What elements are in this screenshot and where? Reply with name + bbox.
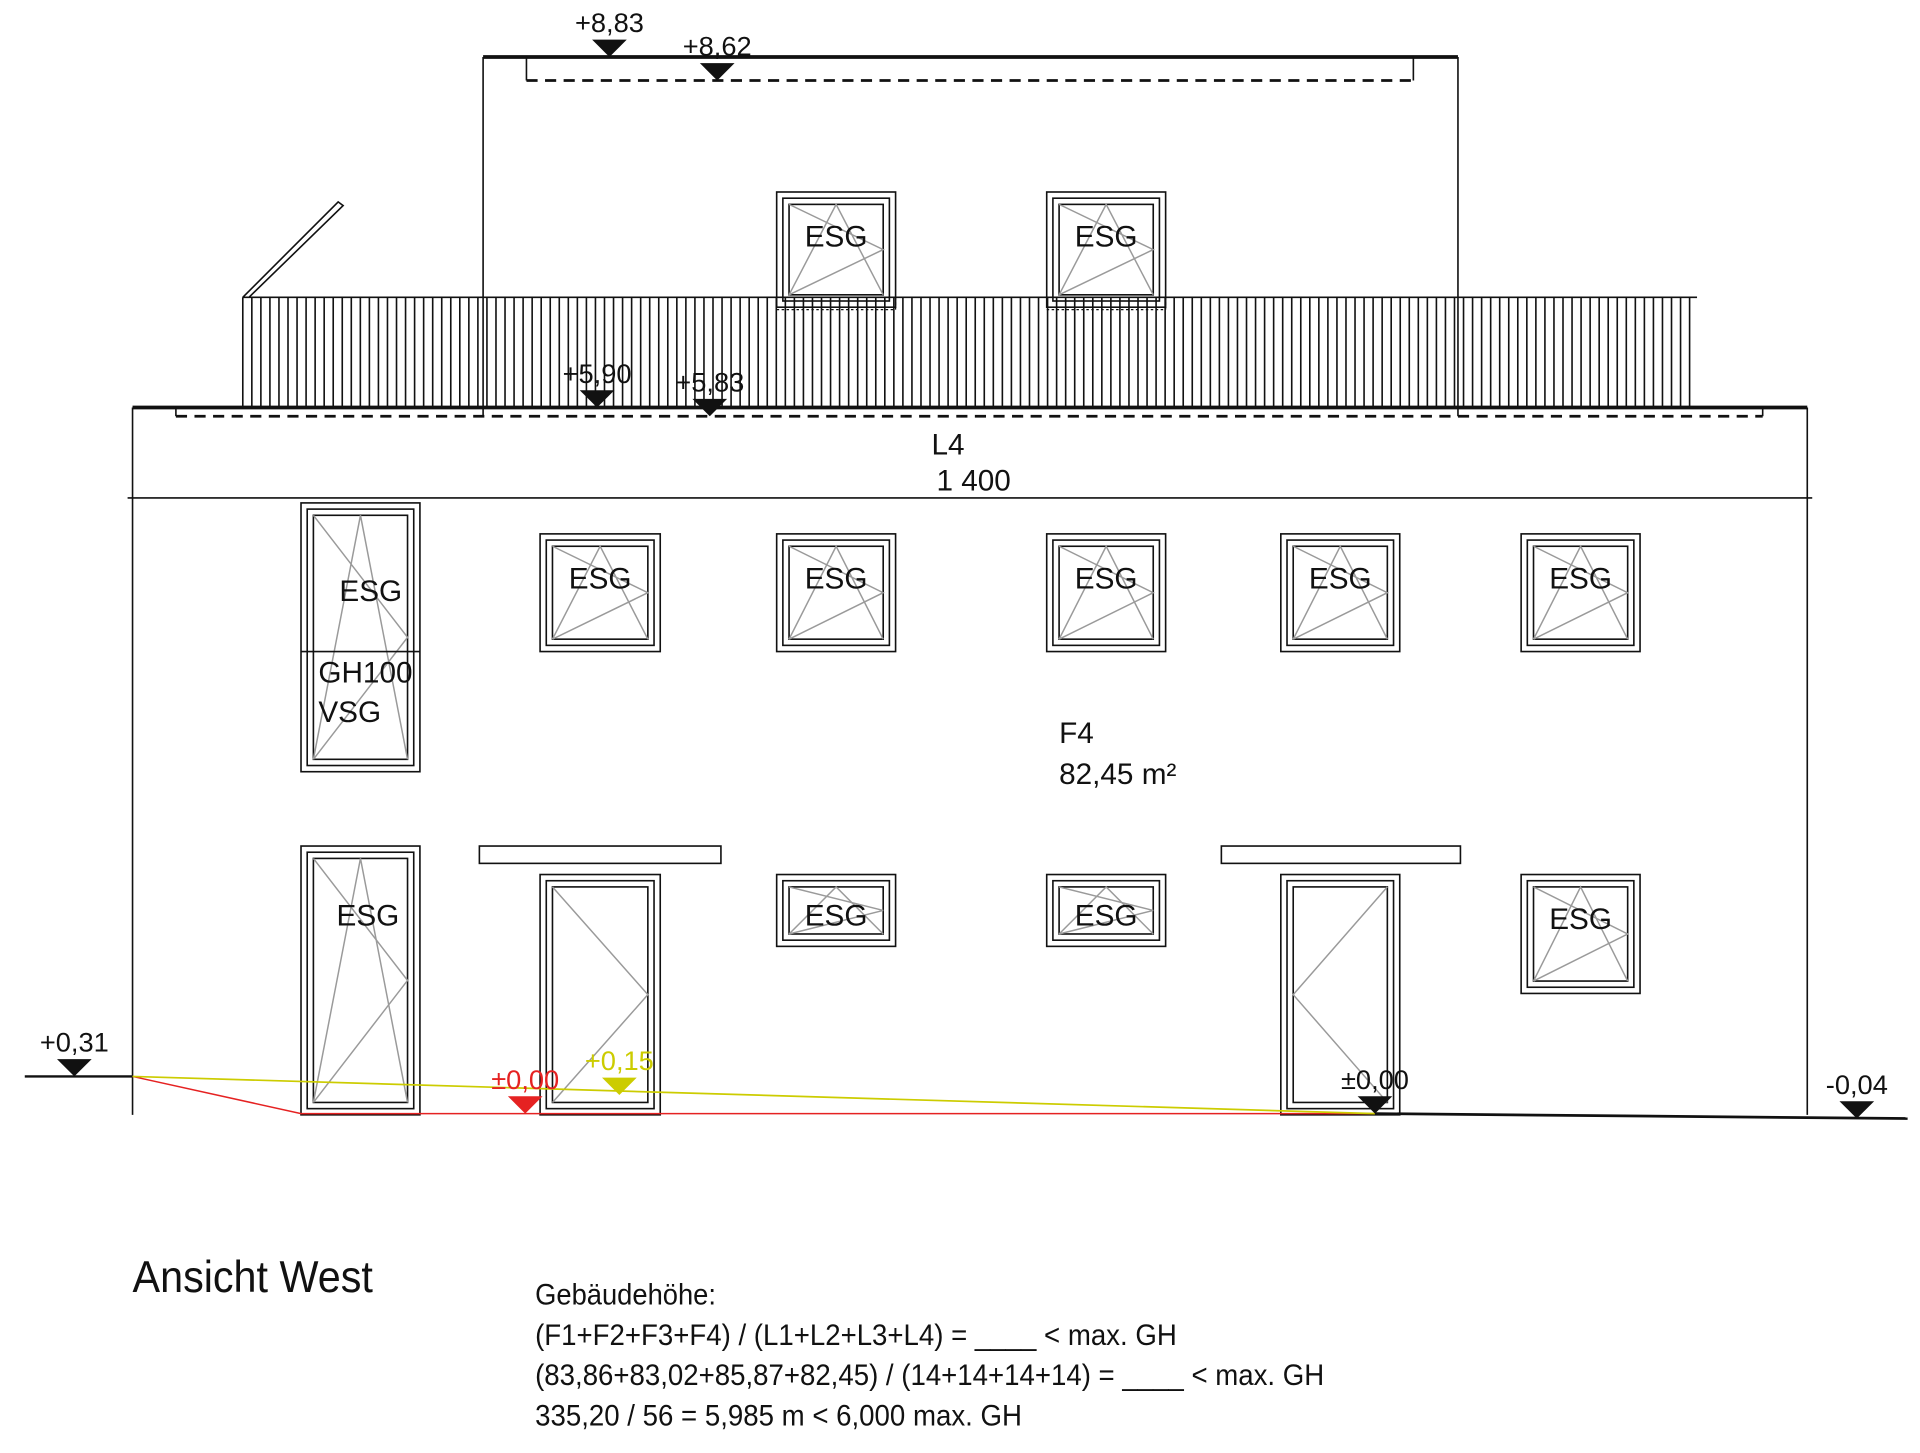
level-value: +5,90	[563, 358, 632, 389]
window: ESG	[1045, 191, 1167, 311]
level-triangle-icon	[507, 1096, 543, 1114]
window: ESG	[539, 533, 662, 653]
door	[1280, 873, 1401, 1116]
level-value: +8,83	[575, 7, 644, 38]
level-marker: +5,83	[675, 366, 744, 417]
level-marker: ±0,00	[491, 1064, 559, 1114]
window: ESG	[775, 533, 897, 653]
calc-line-1: (F1+F2+F3+F4) / (L1+L2+L3+L4) = ____ < m…	[535, 1319, 1177, 1352]
level-triangle-icon	[602, 1077, 637, 1096]
level-value: +5,83	[675, 366, 744, 397]
calc-heading: Gebäudehöhe:	[535, 1278, 716, 1311]
window-label: ESG	[805, 562, 868, 595]
main-building: L4 1 400 F4 82,45 m²	[127, 405, 1813, 1115]
window: ESG	[1520, 873, 1641, 995]
window: ESG	[1280, 533, 1401, 653]
level-value: ±0,00	[491, 1064, 559, 1095]
door-canopy	[1220, 845, 1462, 865]
door-canopy	[478, 845, 722, 865]
window-label: ESG	[805, 221, 868, 254]
dimension-value: 1 400	[936, 465, 1010, 498]
window: ESG	[775, 191, 897, 311]
window-label: ESG	[1075, 562, 1138, 595]
level-value: -0,04	[1826, 1069, 1888, 1100]
level-value: +0,31	[40, 1027, 109, 1058]
window-label: ESG	[1549, 562, 1612, 595]
window-label: ESG	[1549, 903, 1612, 936]
level-triangle-icon	[1839, 1101, 1875, 1119]
door	[539, 873, 662, 1116]
window-label: ESG	[1309, 562, 1372, 595]
level-marker: +0,31	[40, 1027, 109, 1077]
drawing-title: Ansicht West	[133, 1253, 374, 1302]
level-marker: ±0,00	[1341, 1064, 1409, 1114]
level-marker: +8,83	[575, 7, 644, 57]
window-label: GH100	[318, 657, 412, 690]
level-triangle-icon	[56, 1059, 92, 1077]
top-floor	[482, 55, 1459, 417]
level-triangle-icon	[699, 63, 735, 81]
window-label: ESG	[337, 899, 400, 932]
level-marker: +0,15	[585, 1045, 654, 1096]
window: ESG	[1045, 873, 1167, 948]
calc-line-3: 335,20 / 56 = 5,985 m < 6,000 max. GH	[535, 1400, 1022, 1433]
level-value: ±0,00	[1341, 1064, 1409, 1095]
calc-line-2: (83,86+83,02+85,87+82,45) / (14+14+14+14…	[535, 1359, 1324, 1392]
window: ESG	[1045, 533, 1167, 653]
window: ESG	[1520, 533, 1641, 653]
dimension-label: L4	[932, 429, 965, 462]
window-label: ESG	[569, 562, 632, 595]
window-label: ESG	[1075, 899, 1138, 932]
level-value: +8,62	[683, 31, 752, 62]
window: ESG	[775, 873, 897, 948]
window-label: ESG	[1075, 221, 1138, 254]
level-triangle-icon	[592, 39, 627, 57]
level-marker: +8,62	[683, 31, 752, 81]
window-label: ESG	[805, 899, 868, 932]
level-triangle-icon	[692, 398, 728, 417]
area-label: F4	[1059, 717, 1094, 750]
window: ESG	[300, 845, 421, 1116]
window-label: ESG	[339, 575, 402, 608]
level-marker: +5,90	[563, 358, 632, 408]
area-value: 82,45 m²	[1059, 758, 1176, 791]
level-triangle-icon	[579, 390, 615, 408]
ground-lines	[24, 1075, 1908, 1120]
level-triangle-icon	[1357, 1096, 1393, 1114]
terrace-railing	[241, 200, 1698, 409]
window-label: VSG	[318, 696, 381, 729]
level-value: +0,15	[585, 1045, 654, 1076]
level-marker: -0,04	[1826, 1069, 1888, 1119]
